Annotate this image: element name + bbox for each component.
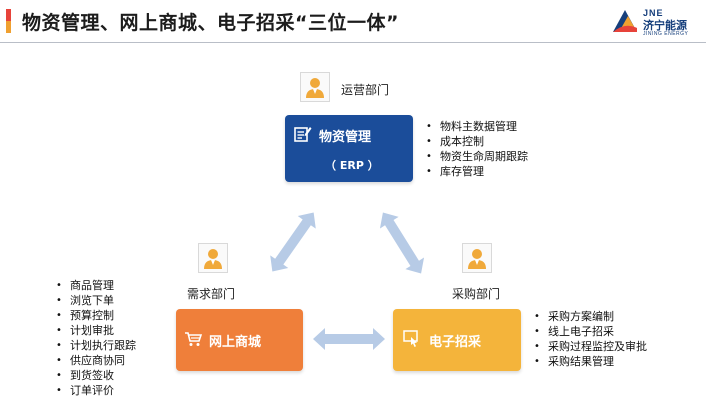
logo-mark-icon [611,8,639,34]
person-icon-operations [300,72,330,102]
list-item: 采购方案编制 [532,309,647,324]
list-item: 采购过程监控及审批 [532,339,647,354]
arrow-mall-bidding [313,328,385,350]
arrow-erp-bidding [379,212,425,274]
arrow-erp-mall [270,212,316,272]
erp-feature-list: 物料主数据管理 成本控制 物资生命周期跟踪 库存管理 [424,119,528,179]
header-divider [0,42,706,43]
title-accent-bar [6,9,11,33]
logo-brand: JNE [643,8,664,18]
list-item: 到货签收 [54,368,136,383]
list-item: 成本控制 [424,134,528,149]
list-item: 浏览下单 [54,293,136,308]
list-item: 采购结果管理 [532,354,647,369]
erp-label: 物资管理 [319,130,372,145]
mall-feature-list: 商品管理 浏览下单 预算控制 计划审批 计划执行跟踪 供应商协同 到货签收 订单… [54,278,136,398]
list-item: 供应商协同 [54,353,136,368]
online-mall-box[interactable]: 网上商城 [176,309,303,371]
logo-name-en: JINING ENERGY [643,31,689,37]
person-icon-demand [198,243,228,273]
list-item: 物资生命周期跟踪 [424,149,528,164]
list-item: 预算控制 [54,308,136,323]
erp-sub-label: （ ERP ） [325,159,379,172]
bidding-feature-list: 采购方案编制 线上电子招采 采购过程监控及审批 采购结果管理 [532,309,647,369]
edit-note-icon [294,127,312,142]
online-mall-label: 网上商城 [209,335,262,350]
company-logo: JNE 济宁能源 JINING ENERGY [611,6,701,38]
person-icon [306,78,324,98]
dept-label-operations: 运营部门 [341,83,390,97]
list-item: 线上电子招采 [532,324,647,339]
page-title: 物资管理、网上商城、电子招采“三位一体” [22,12,399,34]
list-item: 订单评价 [54,383,136,398]
shopping-cart-icon [185,332,202,346]
e-bidding-label: 电子招采 [429,335,482,350]
list-item: 商品管理 [54,278,136,293]
dept-label-procurement: 采购部门 [452,287,501,301]
list-item: 计划执行跟踪 [54,338,136,353]
logo-name-cn: 济宁能源 [643,19,687,32]
dept-label-demand: 需求部门 [187,287,236,301]
list-item: 计划审批 [54,323,136,338]
person-icon [204,249,222,269]
list-item: 库存管理 [424,164,528,179]
person-icon-procurement [462,243,492,273]
touch-screen-icon [403,330,418,347]
person-icon [468,249,486,269]
e-bidding-box[interactable]: 电子招采 [393,309,521,371]
list-item: 物料主数据管理 [424,119,528,134]
erp-box[interactable]: 物资管理 （ ERP ） [285,115,413,182]
